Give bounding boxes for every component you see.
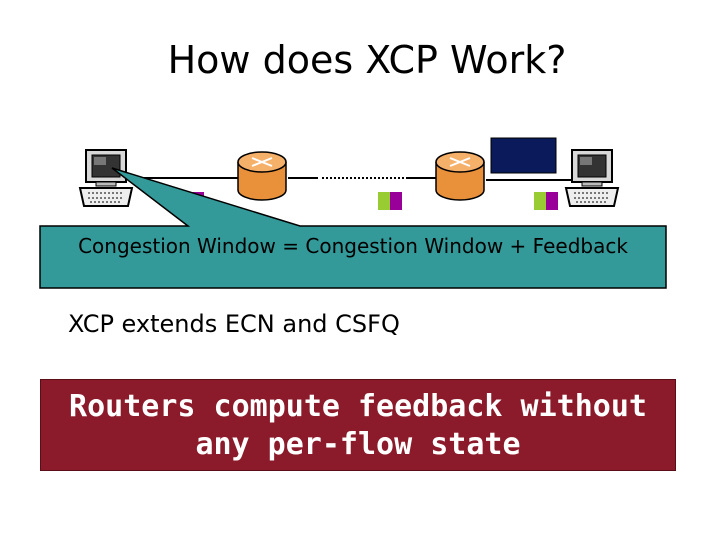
computer-icon [564, 149, 620, 207]
packet-middle [378, 192, 402, 210]
packet-right [534, 192, 558, 210]
subtitle-text: XCP extends ECN and CSFQ [68, 310, 400, 338]
callout-text: Congestion Window = Congestion Window + … [78, 234, 628, 258]
router-icon [237, 151, 287, 201]
banner-line-2: any per-flow state [195, 427, 521, 462]
banner-text: Routers compute feedback without any per… [41, 388, 675, 464]
banner-line-1: Routers compute feedback without [69, 389, 647, 424]
callout-balloon [39, 167, 667, 289]
computer-icon [78, 149, 134, 207]
slide-title: How does XCP Work? [167, 38, 567, 82]
router-icon [435, 151, 485, 201]
navy-block [490, 137, 557, 174]
conclusion-banner: Routers compute feedback without any per… [40, 379, 676, 471]
